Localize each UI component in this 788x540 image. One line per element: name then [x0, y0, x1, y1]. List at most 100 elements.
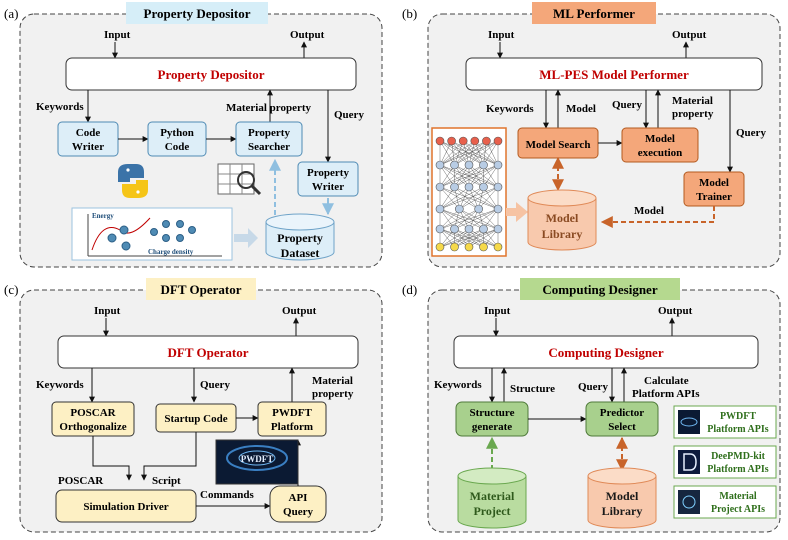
c-main-label: DFT Operator: [168, 345, 249, 360]
a-property-searcher-l2: Searcher: [248, 141, 290, 153]
nn-node: [479, 242, 488, 252]
a-property-searcher-l1: Property: [248, 127, 290, 139]
nn-node: [450, 242, 459, 252]
b-model-trainer-l1: Model: [699, 177, 729, 189]
c-script-label: Script: [152, 475, 181, 487]
c-api-query-l2: Query: [283, 506, 313, 518]
d-calculate-l2: Platform APIs: [632, 388, 700, 400]
c-material-l2: property: [312, 388, 354, 400]
d-main-label: Computing Designer: [548, 345, 663, 360]
a-input-label: Input: [104, 29, 131, 41]
d-material-l1: Material: [470, 489, 515, 503]
c-poscar-orth-l2: Orthogonalize: [59, 421, 126, 433]
d-main-box: [453, 335, 759, 369]
c-pwdft-platform-l2: Platform: [271, 421, 313, 433]
c-material-l1: Material: [312, 375, 353, 387]
d-material-project: Material Project: [457, 467, 527, 529]
b-model-search-label: Model Search: [526, 139, 591, 151]
panel-c: (c) DFT Operator Input Output DFT Operat…: [4, 278, 383, 533]
c-script-arrow: [141, 432, 197, 481]
b-keywords-label: Keywords: [486, 103, 534, 115]
panel-d-title-box: [520, 278, 680, 300]
d-api2-l1: DeePMD-kit: [711, 451, 766, 462]
nn-node: [435, 204, 445, 214]
c-simulation-driver-label: Simulation Driver: [83, 501, 168, 513]
nn-node: [493, 242, 503, 252]
c-main-box: [57, 335, 359, 369]
c-startup-code-label: Startup Code: [164, 413, 227, 425]
panel-d-title: Computing Designer: [542, 282, 657, 297]
d-structure-label: Structure: [510, 383, 555, 395]
c-api-query-l1: API: [289, 492, 308, 504]
panel-d: (d) Computing Designer Input Output Comp…: [402, 278, 781, 533]
nn-node: [450, 160, 459, 170]
panel-b: (b) ML Performer Input Output ML-PES Mod…: [402, 2, 781, 268]
nn-node: [450, 182, 459, 192]
nn-node: [493, 182, 503, 192]
d-api3-l1: Material: [719, 491, 756, 502]
b-neural-network-image: [431, 127, 507, 257]
a-keywords-label: Keywords: [36, 101, 84, 113]
a-python-code-l2: Code: [165, 141, 190, 153]
d-predictor-select-l2: Select: [608, 421, 636, 433]
b-input-label: Input: [488, 29, 515, 41]
pwdft-logo-icon: [678, 410, 700, 434]
d-calculate-l1: Calculate: [644, 375, 689, 387]
b-library-l2: Library: [542, 227, 583, 241]
b-query2-label: Query: [736, 127, 766, 139]
d-structure-generate-l1: Structure: [469, 407, 514, 419]
panel-b-title: ML Performer: [553, 6, 635, 21]
a-main-box: [65, 57, 357, 91]
c-keywords-label: Keywords: [36, 379, 84, 391]
b-main-box: [465, 57, 763, 91]
d-structure-generate-l2: generate: [472, 421, 512, 433]
nn-node: [447, 136, 456, 146]
d-material-l2: Project: [473, 504, 510, 518]
d-keywords-label: Keywords: [434, 379, 482, 391]
panel-a: (a) Property Depositor Input Output Prop…: [4, 2, 383, 268]
d-query-label: Query: [578, 381, 608, 393]
nn-node: [435, 242, 445, 252]
nn-node: [464, 160, 474, 170]
d-library-l1: Model: [606, 489, 639, 503]
b-material-l2: property: [672, 108, 714, 120]
nn-node: [464, 182, 474, 192]
d-api-pwdft: PWDFT Platform APIs: [673, 405, 777, 439]
c-pwdft-platform-l1: PWDFT: [272, 407, 312, 419]
d-api3-l2: Project APIs: [711, 504, 765, 515]
a-flow-arrow: [234, 228, 258, 248]
a-code-writer-l1: Code: [76, 127, 101, 139]
panel-a-title-box: [126, 2, 268, 24]
a-property-writer-l2: Writer: [312, 181, 344, 193]
c-input-label: Input: [94, 305, 121, 317]
a-query-label: Query: [334, 109, 364, 121]
a-energy-label: Energy: [92, 212, 114, 220]
a-main-label: Property Depositor: [158, 67, 265, 82]
nn-node: [482, 136, 491, 146]
c-pwdft-logo-text: PWDFT: [241, 454, 274, 464]
nn-node: [479, 224, 488, 234]
panel-c-title: DFT Operator: [161, 282, 242, 297]
d-output-label: Output: [658, 305, 693, 317]
b-model-arrow-label: Model: [634, 205, 664, 217]
b-model-execution-box: [621, 127, 699, 163]
nn-node: [479, 182, 488, 192]
b-model-label: Model: [566, 103, 596, 115]
b-flow-arrow: [506, 202, 528, 222]
d-api1-l2: Platform APIs: [707, 424, 768, 435]
c-pwdft-platform-box: [257, 401, 327, 437]
panel-c-title-box: [146, 278, 256, 300]
a-code-writer-l2: Writer: [72, 141, 104, 153]
b-model-execution-l2: execution: [638, 147, 683, 159]
panel-b-letter: (b): [402, 6, 417, 21]
d-api-material-project: Material Project APIs: [673, 485, 777, 519]
d-api1-l1: PWDFT: [720, 411, 756, 422]
nn-node: [435, 136, 445, 146]
material-project-logo-icon: [678, 490, 700, 514]
nn-node: [493, 160, 503, 170]
nn-node: [435, 224, 445, 234]
b-output-label: Output: [672, 29, 707, 41]
d-input-label: Input: [484, 305, 511, 317]
nn-node: [450, 224, 459, 234]
